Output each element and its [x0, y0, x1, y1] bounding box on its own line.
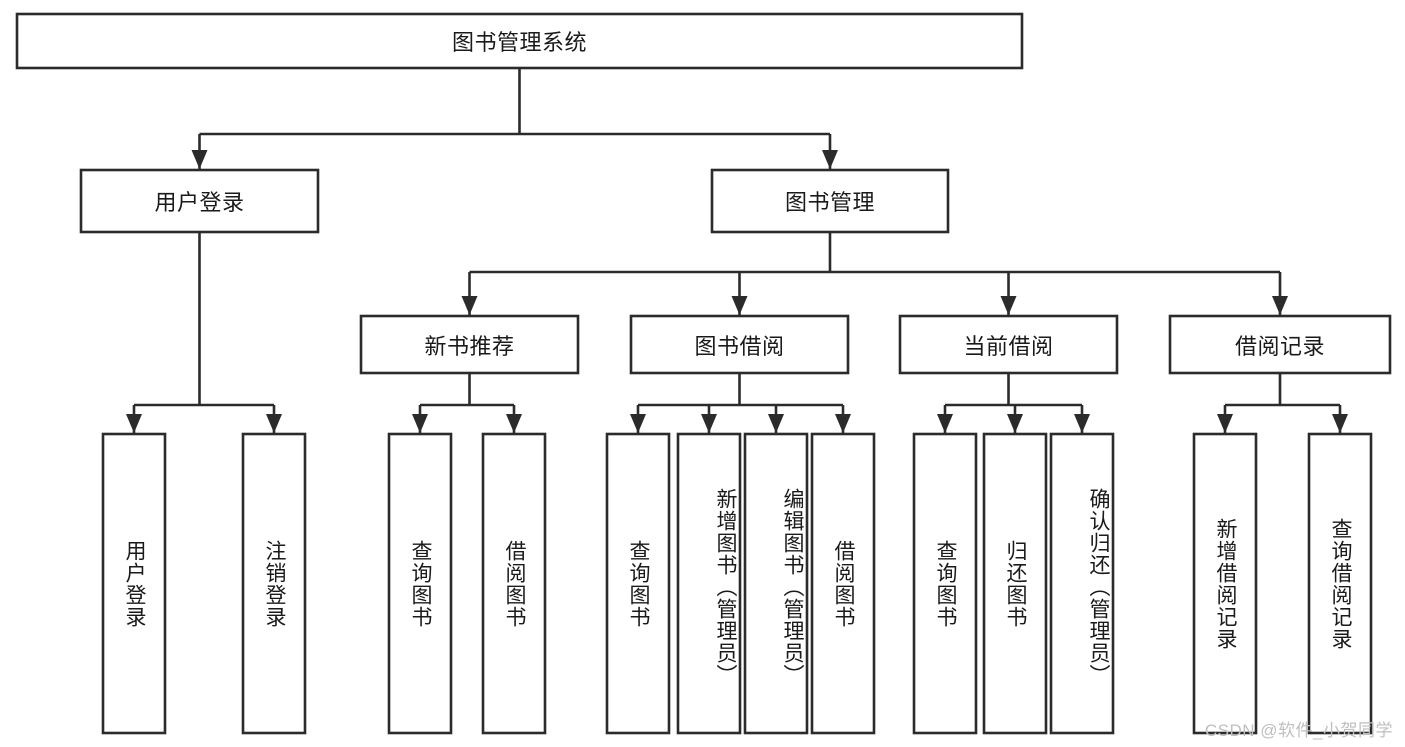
- arrow-head-icon-leaf-return-book: [1007, 414, 1023, 433]
- arrow-head-icon-leaf-confirm-return-admin: [1074, 414, 1090, 433]
- node-box-leaf-add-book-admin: [676, 432, 742, 735]
- node-box-leaf-query-book-borrow: [605, 432, 671, 735]
- node-box-book-manage: [710, 168, 950, 234]
- arrow-head-icon-user-login: [191, 150, 208, 169]
- arrow-head-icon-leaf-query-borrow-record: [1332, 414, 1348, 433]
- node-box-book-borrow: [629, 314, 850, 375]
- arrow-head-icon-leaf-query-book-current: [937, 414, 953, 433]
- node-box-leaf-edit-book-admin: [743, 432, 809, 735]
- arrow-head-icon-borrow-record: [1272, 296, 1288, 315]
- arrow-head-icon-leaf-logout: [266, 414, 282, 433]
- csdn-watermark: CSDN @软件_小贺同学: [1204, 721, 1393, 740]
- connectors-layer: [126, 68, 1348, 433]
- arrow-head-icon-book-borrow: [731, 296, 748, 315]
- arrow-head-icon-leaf-borrow-book: [835, 414, 851, 433]
- arrow-head-icon-leaf-add-book-admin: [701, 414, 717, 433]
- node-box-leaf-add-borrow-record: [1192, 432, 1258, 735]
- arrow-head-icon-leaf-user-login: [126, 414, 142, 433]
- arrow-head-icon-leaf-borrow-book-recommend: [506, 414, 522, 433]
- node-box-leaf-query-book-recommend: [387, 432, 453, 735]
- node-box-leaf-borrow-book: [810, 432, 876, 735]
- arrow-head-icon-leaf-query-book-recommend: [412, 414, 428, 433]
- node-box-leaf-query-book-current: [912, 432, 978, 735]
- arrow-head-icon-current-borrow: [1000, 296, 1017, 315]
- arrow-head-icon-leaf-query-book-borrow: [630, 414, 646, 433]
- node-box-user-login: [79, 168, 320, 234]
- node-box-root: [15, 12, 1024, 70]
- arrow-head-icon-leaf-add-borrow-record: [1217, 414, 1233, 433]
- node-box-leaf-confirm-return-admin: [1049, 432, 1115, 735]
- node-box-leaf-return-book: [982, 432, 1048, 735]
- arrow-head-icon-new-book-recommend: [461, 296, 478, 315]
- node-box-leaf-query-borrow-record: [1307, 432, 1373, 735]
- arrow-head-icon-book-manage: [822, 150, 838, 169]
- node-box-leaf-logout: [241, 432, 307, 735]
- arrow-head-icon-leaf-edit-book-admin: [768, 414, 784, 433]
- node-box-borrow-record: [1168, 314, 1392, 375]
- boxes-layer: [15, 12, 1392, 735]
- node-box-leaf-borrow-book-recommend: [481, 432, 547, 735]
- node-box-leaf-user-login: [101, 432, 167, 735]
- node-box-current-borrow: [898, 314, 1119, 375]
- node-box-new-book-recommend: [359, 314, 580, 375]
